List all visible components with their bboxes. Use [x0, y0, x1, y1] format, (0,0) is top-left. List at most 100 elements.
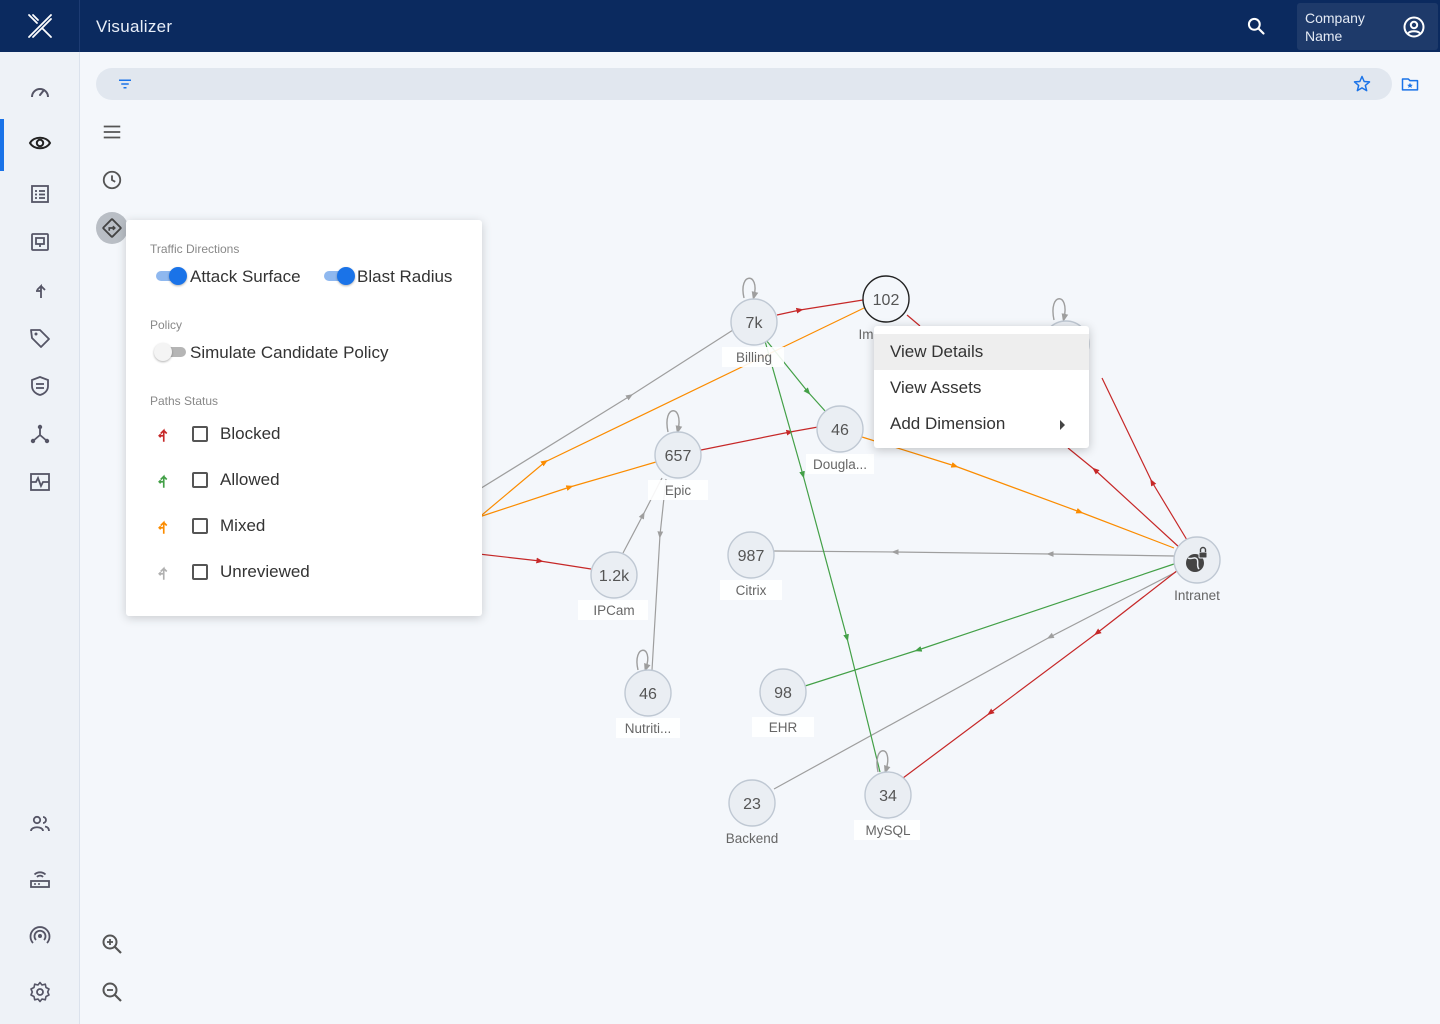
- nav-sensors[interactable]: [0, 912, 80, 960]
- account-menu[interactable]: Company Name: [1297, 3, 1438, 50]
- nav-labels[interactable]: [0, 314, 80, 362]
- node-context-menu: View Details View Assets Add Dimension: [874, 326, 1089, 448]
- self-loop: [636, 649, 651, 672]
- edge-mixed[interactable]: [861, 436, 1175, 549]
- blocked-label: Blocked: [220, 424, 281, 443]
- graph-node-citrix[interactable]: 987 Citrix: [720, 531, 782, 600]
- unreviewed-path-icon: [158, 566, 168, 580]
- nav-security[interactable]: [0, 362, 80, 410]
- clock-icon: [102, 170, 122, 190]
- directions-icon: [102, 218, 122, 238]
- blocked-checkbox[interactable]: [192, 426, 208, 442]
- edge-unreviewed[interactable]: [773, 571, 1177, 790]
- graph-node-im[interactable]: 102 Im: [859, 275, 910, 342]
- filter-icon[interactable]: [116, 75, 134, 93]
- attack-surface-toggle[interactable]: [156, 267, 188, 285]
- mixed-label: Mixed: [220, 516, 266, 535]
- edge-blocked[interactable]: [1067, 447, 1181, 549]
- status-row-mixed: Mixed: [150, 514, 450, 540]
- edge-allowed[interactable]: [804, 563, 1175, 687]
- nav-topology[interactable]: [0, 410, 80, 458]
- time-range-button[interactable]: [96, 164, 128, 196]
- nav-rules[interactable]: [0, 266, 80, 314]
- status-row-allowed: Allowed: [150, 468, 450, 494]
- node-value: 34: [879, 788, 897, 805]
- traffic-options-button[interactable]: [96, 212, 128, 244]
- nav-visualizer[interactable]: [0, 119, 80, 171]
- graph-node-nutrition[interactable]: 46 Nutriti...: [616, 669, 680, 738]
- graph-node-intranet[interactable]: Intranet: [1173, 536, 1221, 603]
- nav-settings[interactable]: [0, 968, 80, 1016]
- topology-icon: [30, 424, 50, 444]
- search-icon: [1247, 17, 1265, 35]
- node-label: Citrix: [736, 583, 767, 598]
- side-navigation: [0, 52, 80, 1024]
- edge-unreviewed[interactable]: [773, 549, 1175, 557]
- edge-mixed[interactable]: [469, 461, 657, 521]
- graph-menu-button[interactable]: [96, 116, 128, 148]
- mixed-checkbox[interactable]: [192, 518, 208, 534]
- menu-item-add-dimension[interactable]: Add Dimension: [874, 406, 1089, 442]
- node-label: Im: [859, 327, 874, 342]
- nav-devices[interactable]: [0, 856, 80, 904]
- filter-bar[interactable]: [96, 68, 1392, 100]
- node-label: IPCam: [593, 603, 634, 618]
- zoom-out-icon[interactable]: [100, 980, 124, 1004]
- edge-blocked[interactable]: [906, 314, 921, 327]
- node-value: 657: [665, 448, 692, 465]
- tag-icon: [30, 329, 50, 348]
- simulate-policy-toggle[interactable]: [154, 343, 188, 361]
- workload-icon: [31, 233, 49, 251]
- simulate-policy-label: Simulate Candidate Policy: [190, 343, 389, 362]
- node-label: Dougla...: [813, 457, 867, 472]
- node-value: 23: [743, 796, 761, 813]
- caret-right-icon: [1060, 420, 1065, 430]
- graph-node-backend[interactable]: 23 Backend: [726, 779, 779, 846]
- nav-users[interactable]: [0, 800, 80, 848]
- edge-blocked[interactable]: [1101, 377, 1188, 541]
- nav-list[interactable]: [0, 170, 80, 218]
- blocked-path-icon: [158, 428, 168, 442]
- allowed-path-icon: [158, 474, 168, 488]
- node-label: EHR: [769, 720, 798, 735]
- graph-node-mysql[interactable]: 34 MySQL: [854, 771, 920, 840]
- node-value: 98: [774, 685, 792, 702]
- paths-status-title: Paths Status: [150, 394, 219, 408]
- sensor-icon: [29, 926, 51, 944]
- nav-activity[interactable]: [0, 458, 80, 506]
- zoom-in-icon[interactable]: [100, 932, 124, 956]
- node-label: MySQL: [865, 823, 911, 838]
- allowed-checkbox[interactable]: [192, 472, 208, 488]
- shield-icon: [31, 376, 49, 396]
- menu-item-view-details[interactable]: View Details: [874, 334, 1089, 370]
- blast-radius-toggle[interactable]: [324, 267, 356, 285]
- app-logo[interactable]: [0, 0, 80, 52]
- graph-node-douglas[interactable]: 46 Dougla...: [806, 405, 874, 474]
- router-icon: [30, 871, 50, 888]
- gear-icon: [30, 981, 50, 1003]
- traffic-directions-title: Traffic Directions: [150, 242, 240, 256]
- search-button[interactable]: [1244, 14, 1268, 38]
- node-value: 102: [873, 292, 900, 309]
- node-label: Billing: [736, 350, 772, 365]
- nav-workloads[interactable]: [0, 218, 80, 266]
- mixed-path-icon: [158, 520, 168, 534]
- star-icon[interactable]: [1352, 74, 1372, 94]
- edge-blocked[interactable]: [469, 552, 592, 570]
- edge-blocked[interactable]: [776, 299, 864, 316]
- self-loop: [666, 410, 683, 435]
- node-value: 7k: [746, 315, 764, 332]
- menu-item-view-assets[interactable]: View Assets: [890, 378, 982, 397]
- saved-views-folder-icon[interactable]: [1400, 74, 1420, 94]
- graph-node-ipcam[interactable]: 1.2k IPCam: [578, 551, 648, 620]
- unreviewed-checkbox[interactable]: [192, 564, 208, 580]
- edge-blocked[interactable]: [902, 569, 1179, 779]
- nav-dashboard[interactable]: [0, 68, 80, 116]
- hamburger-menu-icon: [103, 125, 121, 139]
- graph-node-billing[interactable]: 7k Billing: [722, 298, 784, 367]
- edge-unreviewed[interactable]: [651, 478, 667, 671]
- edge-blocked[interactable]: [700, 426, 819, 451]
- graph-node-epic[interactable]: 657 Epic: [648, 431, 708, 500]
- company-name: Company Name: [1305, 10, 1365, 44]
- graph-node-ehr[interactable]: 98 EHR: [752, 668, 814, 737]
